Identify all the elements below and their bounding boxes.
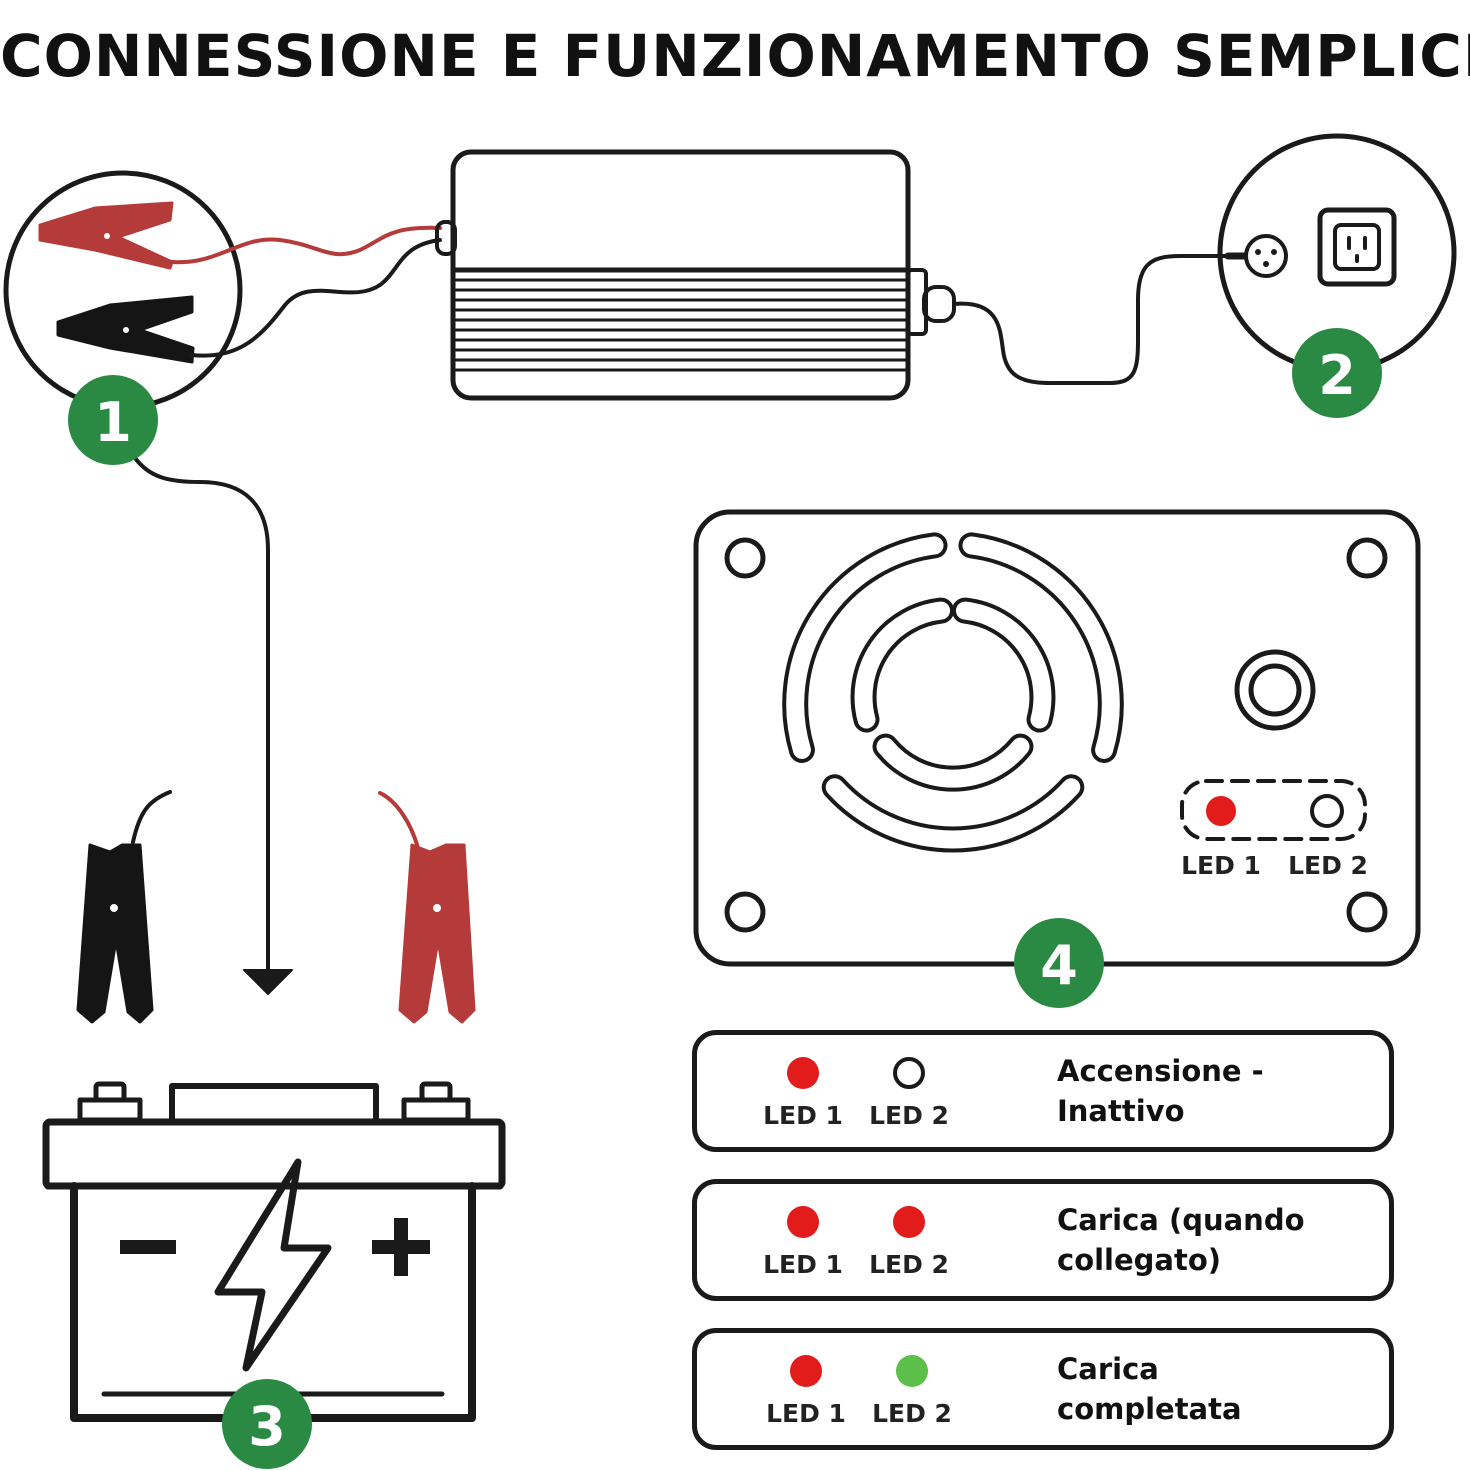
lightning-icon [214, 1158, 332, 1372]
black-clamp-icon [56, 295, 195, 364]
step-badge-3: 3 [222, 1379, 312, 1469]
charger-fins [453, 267, 909, 372]
wall-outlet-icon [1317, 207, 1397, 287]
fan-icon [782, 532, 1124, 853]
status-text: Accensione - Inattivo [1057, 1054, 1264, 1128]
step-badge-1: 1 [68, 375, 158, 465]
step-number-2: 2 [1318, 344, 1356, 407]
battery-icon [42, 1081, 506, 1422]
power-button-icon [1234, 649, 1316, 731]
ac-cable [952, 254, 1242, 385]
led2-label: LED 2 [869, 1250, 949, 1279]
panel-led1-icon [1206, 796, 1236, 826]
status-row-charging: LED 1 LED 2 Carica (quando collegato) [692, 1179, 1394, 1301]
led1-label: LED 1 [766, 1399, 846, 1428]
led2-green-icon [896, 1355, 928, 1387]
panel-led2-label: LED 2 [1288, 851, 1368, 880]
black-cable [190, 238, 442, 358]
step-number-1: 1 [94, 391, 132, 454]
status-row-idle: LED 1 LED 2 Accensione - Inattivo [692, 1030, 1394, 1152]
led2-red-icon [893, 1206, 925, 1238]
led1-red-icon [787, 1057, 819, 1089]
panel-led1-label: LED 1 [1181, 851, 1261, 880]
step-badge-4: 4 [1014, 918, 1104, 1008]
page-title: CONNESSIONE E FUNZIONAMENTO SEMPLICI [0, 22, 1470, 90]
led2-label: LED 2 [869, 1101, 949, 1130]
status-text: Carica completata [1057, 1352, 1242, 1426]
led1-label: LED 1 [763, 1250, 843, 1279]
step-badge-2: 2 [1292, 328, 1382, 418]
led1-red-icon [787, 1206, 819, 1238]
plug-icon [1224, 234, 1288, 278]
black-clamp-icon [76, 790, 172, 1024]
step-number-3: 3 [248, 1395, 286, 1458]
step-number-4: 4 [1040, 934, 1078, 997]
red-clamp-icon [38, 201, 174, 270]
led1-label: LED 1 [763, 1101, 843, 1130]
status-row-complete: LED 1 LED 2 Carica completata [692, 1328, 1394, 1450]
status-text: Carica (quando collegato) [1057, 1203, 1305, 1277]
led2-off-icon [893, 1057, 925, 1089]
panel-led2-icon [1310, 794, 1344, 828]
arrow-down-icon [133, 456, 270, 982]
led2-label: LED 2 [872, 1399, 952, 1428]
red-clamp-icon [378, 791, 476, 1024]
led-group-outline [1180, 779, 1367, 841]
led1-red-icon [790, 1355, 822, 1387]
red-cable [170, 225, 442, 265]
